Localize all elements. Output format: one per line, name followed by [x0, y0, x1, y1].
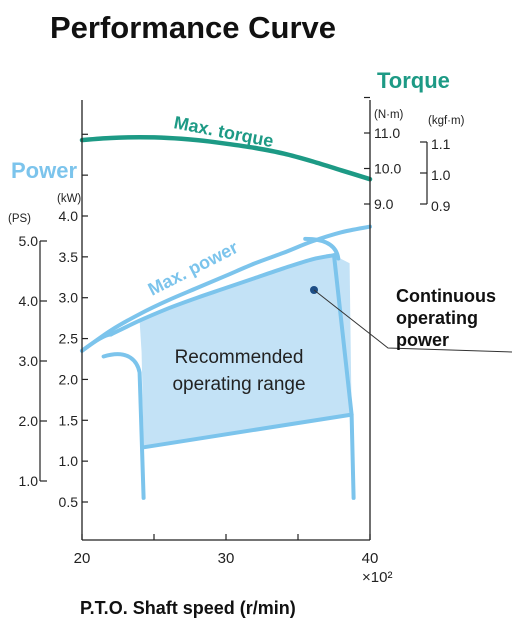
power-axis-title: Power [11, 158, 77, 183]
x-tick-label-0: 20 [74, 550, 91, 567]
torque-axis-title: Torque [377, 68, 450, 93]
nm-tick-label-0: 9.0 [374, 196, 394, 212]
kw-tick-label-5: 3.0 [59, 290, 79, 306]
nm-unit-label: (N·m) [374, 109, 404, 121]
kw-unit-label: (kW) [57, 193, 81, 205]
kw-tick-label-3: 2.0 [59, 371, 79, 387]
x-tick-label-2: 40 [362, 550, 379, 567]
ps-tick-label-0: 1.0 [19, 473, 39, 489]
callout-line-3: power [396, 330, 449, 350]
region-label-line-1: Recommended [175, 347, 304, 368]
recommended-range-lower-boundary [141, 412, 354, 450]
ps-tick-label-4: 5.0 [19, 233, 39, 249]
region-label-line-2: operating range [172, 374, 305, 395]
x-tick-label-1: 30 [218, 550, 235, 567]
kw-tick-label-1: 1.0 [59, 453, 79, 469]
recommended-range-area [139, 255, 352, 448]
kw-tick-label-0: 0.5 [59, 494, 79, 510]
ps-tick-label-3: 4.0 [19, 293, 39, 309]
power-curve-right-cap [303, 236, 341, 261]
x-multiplier: ×10² [362, 569, 392, 586]
kw-tick-label-2: 1.5 [59, 412, 79, 428]
callout-line-1: Continuous [396, 286, 496, 306]
ps-tick-label-1: 2.0 [19, 413, 39, 429]
nm-tick-label-1: 10.0 [374, 161, 401, 177]
x-axis-title: P.T.O. Shaft speed (r/min) [80, 598, 296, 618]
x-axis-ticks: 20 30 40 [74, 534, 379, 567]
power-curve-left-join [80, 332, 113, 353]
nm-axis-ticks: 9.0 10.0 11.0 [364, 96, 401, 212]
kgfm-tick-label-1: 1.0 [431, 167, 451, 183]
kw-tick-label-7: 4.0 [59, 208, 79, 224]
callout-line-2: operating [396, 308, 478, 328]
chart-title: Performance Curve [50, 10, 336, 45]
kw-axis-ticks: 0.5 1.0 1.5 2.0 2.5 3.0 3.5 4.0 [59, 133, 88, 510]
kw-tick-label-4: 2.5 [59, 331, 79, 347]
nm-tick-label-2: 11.0 [374, 125, 400, 141]
recommended-range-left-boundary [101, 352, 146, 500]
kgfm-tick-label-2: 0.9 [431, 198, 451, 214]
callout-leader-line [313, 289, 513, 353]
max-torque-line [79, 135, 373, 182]
ps-unit-label: (PS) [8, 213, 31, 225]
continuous-power-line [108, 253, 336, 337]
kgfm-axis: 1.1 1.0 0.9 [420, 136, 451, 214]
kgfm-unit-label: (kgf·m) [428, 115, 465, 127]
max-power-line [80, 224, 372, 353]
kw-tick-label-6: 3.5 [59, 249, 79, 265]
kgfm-tick-label-0: 1.1 [431, 136, 451, 152]
ps-axis: 1.0 2.0 3.0 4.0 5.0 [19, 233, 47, 489]
recommended-range-right-boundary [332, 253, 356, 500]
ps-tick-label-2: 3.0 [19, 353, 39, 369]
